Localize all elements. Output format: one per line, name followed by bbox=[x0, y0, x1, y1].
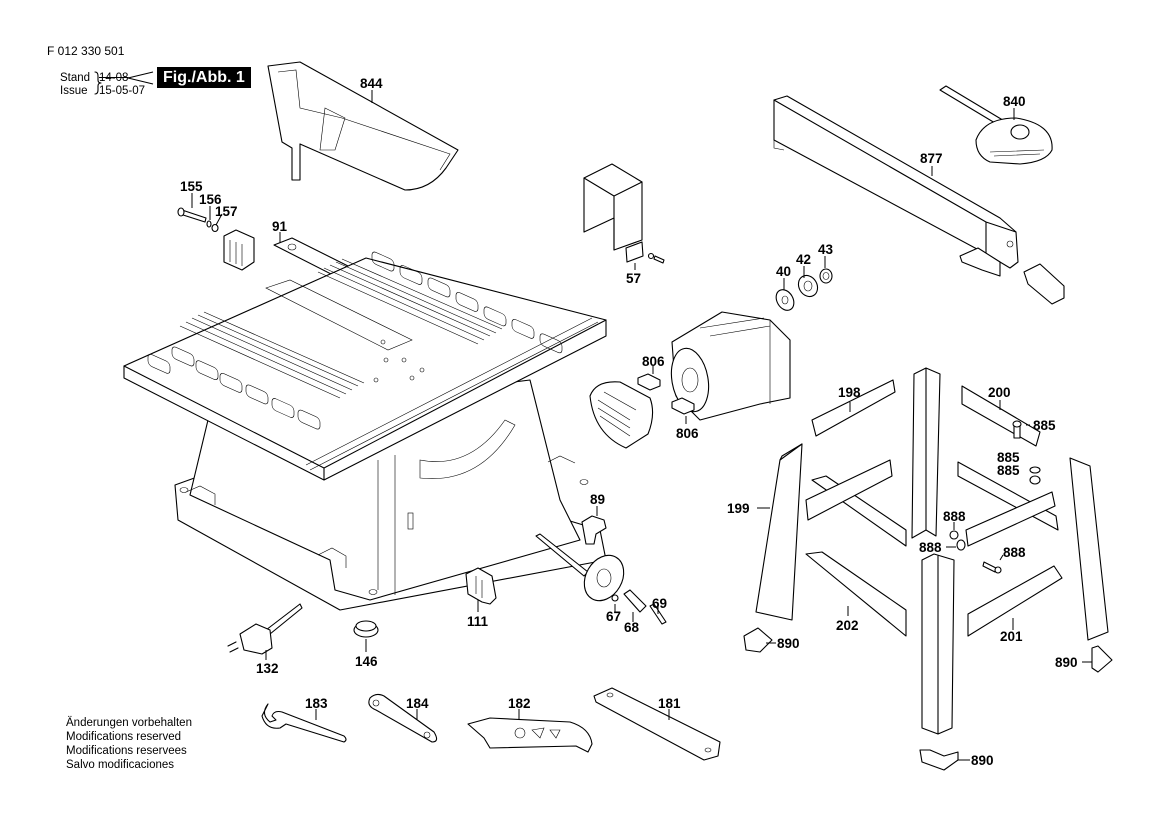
part-155-157-riving-holder[interactable]: 155 156 157 bbox=[177, 179, 255, 271]
label-888-bolt: 888 bbox=[1003, 545, 1026, 560]
part-181-plate[interactable]: 181 bbox=[593, 687, 721, 761]
label-806-top: 806 bbox=[642, 354, 665, 369]
part-877-rip-fence[interactable]: 877 bbox=[773, 95, 1065, 305]
part-57-mounting-bracket[interactable]: 57 bbox=[583, 163, 665, 286]
label-885-washer: 885 bbox=[997, 450, 1020, 465]
part-840-mitre-gauge[interactable]: 840 bbox=[939, 85, 1053, 165]
part-890-leg-feet[interactable]: 890 890 890 bbox=[743, 627, 1113, 771]
label-184: 184 bbox=[406, 696, 429, 711]
label-890-left: 890 bbox=[777, 636, 800, 651]
label-199: 199 bbox=[727, 501, 750, 516]
modifications-notice: Änderungen vorbehalten Modifications res… bbox=[66, 716, 192, 772]
notice-english: Modifications reserved bbox=[66, 731, 182, 743]
label-888-nut: 888 bbox=[943, 509, 966, 524]
part-183-wrench[interactable]: 183 bbox=[261, 696, 347, 743]
part-132-power-cord[interactable]: 132 bbox=[227, 603, 303, 676]
label-201: 201 bbox=[1000, 629, 1023, 644]
part-806-motor-brushes[interactable]: 806 806 bbox=[589, 311, 791, 449]
stand-date: 14-08 bbox=[99, 72, 129, 84]
label-885-nut: 885 bbox=[997, 463, 1020, 478]
label-111: 111 bbox=[467, 614, 489, 629]
label-67: 67 bbox=[606, 609, 621, 624]
part-67-69-handwheel[interactable]: 67 68 69 bbox=[535, 533, 667, 635]
notice-french: Modifications reservees bbox=[66, 745, 187, 757]
document-number: F 012 330 501 bbox=[47, 44, 125, 58]
label-132: 132 bbox=[256, 661, 279, 676]
figure-label: Fig./Abb. 1 bbox=[157, 67, 251, 88]
label-885-bolt: 885 bbox=[1033, 418, 1056, 433]
issue-date: 15-05-07 bbox=[99, 85, 146, 97]
label-146: 146 bbox=[355, 654, 378, 669]
part-89-knob[interactable]: 89 bbox=[581, 492, 607, 545]
label-157: 157 bbox=[215, 204, 238, 219]
part-146-rubber-foot[interactable]: 146 bbox=[353, 620, 379, 669]
part-40-43-flange-nut[interactable]: 40 42 43 bbox=[773, 242, 834, 314]
notice-german: Änderungen vorbehalten bbox=[66, 717, 192, 729]
label-69: 69 bbox=[652, 596, 667, 611]
label-890-right: 890 bbox=[1055, 655, 1078, 670]
part-182-push-stick[interactable]: 182 bbox=[467, 696, 593, 753]
label-183: 183 bbox=[305, 696, 328, 711]
label-42: 42 bbox=[796, 252, 811, 267]
label-806-bottom: 806 bbox=[676, 426, 699, 441]
label-91: 91 bbox=[272, 219, 288, 234]
issue-label: Issue bbox=[60, 85, 88, 97]
label-156: 156 bbox=[199, 192, 222, 207]
table-saw-body bbox=[123, 251, 607, 611]
label-888-washer: 888 bbox=[919, 540, 942, 555]
stand-issue-labels: Stand Issue bbox=[60, 72, 90, 98]
label-200: 200 bbox=[988, 385, 1011, 400]
label-89: 89 bbox=[590, 492, 605, 507]
label-840: 840 bbox=[1003, 94, 1026, 109]
notice-spanish: Salvo modificaciones bbox=[66, 759, 175, 771]
label-890-bottom: 890 bbox=[971, 753, 994, 768]
label-182: 182 bbox=[508, 696, 531, 711]
stand-label: Stand bbox=[60, 72, 91, 84]
label-68: 68 bbox=[624, 620, 640, 635]
label-202: 202 bbox=[836, 618, 859, 633]
revision-dates: 14-08 15-05-07 bbox=[99, 72, 145, 98]
label-198: 198 bbox=[838, 385, 861, 400]
label-877: 877 bbox=[920, 151, 943, 166]
stand-assembly[interactable]: 199 198 200 202 201 bbox=[727, 367, 1109, 735]
part-111-switch[interactable]: 111 bbox=[465, 567, 497, 629]
part-844-blade-guard[interactable]: 844 bbox=[267, 61, 459, 191]
stand-hardware[interactable]: 885 885 885 888 888 888 bbox=[919, 418, 1056, 574]
label-43: 43 bbox=[818, 242, 834, 257]
part-184-wrench[interactable]: 184 bbox=[368, 693, 438, 743]
revision-brace bbox=[94, 71, 154, 95]
label-40: 40 bbox=[776, 264, 791, 279]
label-844: 844 bbox=[360, 76, 383, 91]
label-181: 181 bbox=[658, 696, 681, 711]
label-155: 155 bbox=[180, 179, 203, 194]
label-57: 57 bbox=[626, 271, 641, 286]
